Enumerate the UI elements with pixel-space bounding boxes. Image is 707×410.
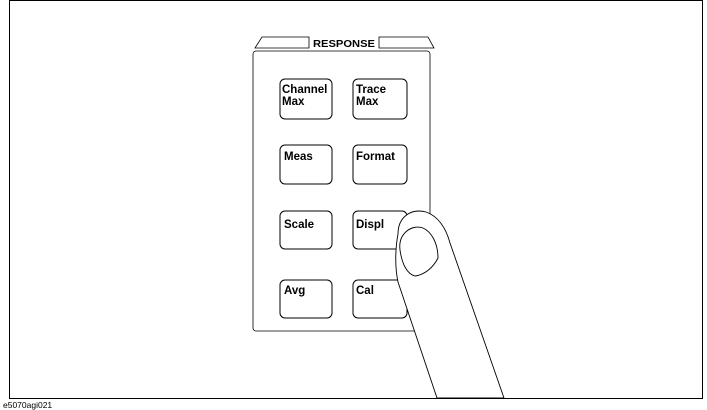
scale-key[interactable]: Scale <box>279 210 333 250</box>
avg-key-label: Avg <box>284 285 305 297</box>
response-panel <box>252 50 431 332</box>
channel-max-key-label-line2: Max <box>282 96 305 108</box>
format-key[interactable]: Format <box>352 144 408 185</box>
svg-text:Trace Max: Trace Max <box>356 84 389 108</box>
format-key-label: Format <box>356 151 395 163</box>
response-section-label: RESPONSE <box>313 39 375 50</box>
avg-key[interactable]: Avg <box>279 279 333 319</box>
fingernail <box>399 226 439 277</box>
display-key[interactable]: Displ <box>352 210 408 250</box>
channel-max-key[interactable]: Channel Max <box>279 78 333 120</box>
meas-key-label: Meas <box>284 151 313 163</box>
scale-key-label: Scale <box>284 219 314 231</box>
trace-max-key-label-line2: Max <box>356 96 379 108</box>
svg-text:Channel Max: Channel Max <box>282 84 331 108</box>
finger-illustration <box>395 210 505 399</box>
response-section-header: RESPONSE <box>254 36 435 50</box>
trace-max-key-label-line1: Trace <box>356 84 386 96</box>
header-left-bracket <box>254 36 310 49</box>
header-right-bracket <box>378 36 435 49</box>
cal-key-label: Cal <box>356 285 374 297</box>
channel-max-key-label-line1: Channel <box>282 84 327 96</box>
display-key-label: Displ <box>356 219 384 231</box>
figure-id-label: e5070agi021 <box>3 400 53 410</box>
meas-key[interactable]: Meas <box>279 144 333 185</box>
trace-max-key[interactable]: Trace Max <box>352 78 408 120</box>
